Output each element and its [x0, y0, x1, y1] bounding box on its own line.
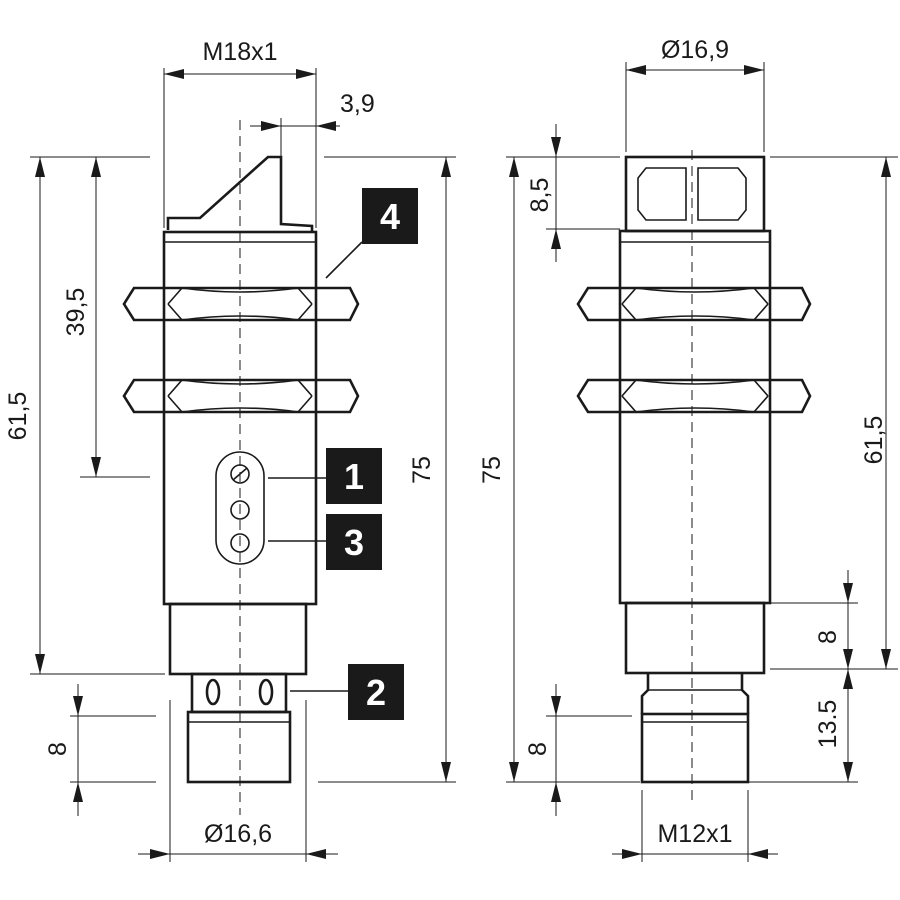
dim-left-connector: 8: [44, 684, 156, 816]
left-lower-housing: [168, 602, 308, 676]
left-connector-plug: [186, 710, 292, 784]
callout-box-3: [326, 514, 382, 570]
dim-right-top: 8,5: [526, 124, 620, 262]
dim-right-diameter-top: Ø16,9: [625, 36, 765, 152]
callout-3: 3: [344, 522, 364, 563]
right-front-view: Ø16,9 8,5 75 61,5: [478, 36, 898, 862]
callout-2: 2: [366, 672, 386, 713]
dim-right-seg-8: 8: [770, 570, 858, 669]
dim-left-total: 75: [318, 156, 456, 783]
right-nut-upper: [576, 286, 812, 322]
label-left-615: 61,5: [4, 392, 32, 441]
dim-right-615: 61,5: [770, 156, 898, 670]
label-right-connector: 8: [524, 742, 552, 756]
left-vent-hole-2: [258, 678, 274, 706]
dim-left-395: 39,5: [62, 157, 150, 478]
label-right-seg-135: 13.5: [814, 700, 842, 749]
left-indicator-led-2: [230, 500, 250, 520]
left-vent-hole-1: [205, 678, 221, 706]
left-nut-upper: [122, 286, 360, 322]
label-left-395: 39,5: [62, 288, 90, 337]
leader-4: [325, 241, 363, 279]
label-right-diameter-top: Ø16,9: [661, 36, 729, 64]
label-left-thread: M18x1: [202, 38, 277, 66]
callout-4: 4: [380, 196, 400, 237]
callout-box-4: [362, 188, 418, 244]
dim-right-seg-135: 13.5: [748, 669, 858, 783]
callout-1: 1: [344, 456, 364, 497]
right-lower-housing: [624, 601, 766, 675]
dim-left-offset: 3,9: [250, 90, 375, 160]
left-head-cap: [166, 155, 314, 232]
dim-right-thread: M12x1: [612, 790, 778, 862]
right-nut-lower: [576, 378, 812, 414]
label-right-total: 75: [478, 456, 506, 484]
right-neck: [640, 673, 750, 714]
label-right-thread: M12x1: [657, 820, 732, 848]
left-nut-lower: [122, 378, 360, 414]
right-connector-plug: [640, 712, 750, 784]
dim-left-thread: M18x1: [163, 38, 317, 228]
callout-box-1: [326, 448, 382, 504]
dim-left-diameter: Ø16,6: [138, 700, 338, 862]
label-right-top: 8,5: [526, 178, 554, 213]
label-left-offset: 3,9: [340, 90, 375, 118]
label-right-seg-8: 8: [814, 630, 842, 644]
dim-left-615: 61,5: [4, 156, 165, 675]
dim-right-connector: 8: [524, 684, 632, 816]
label-left-diameter: Ø16,6: [204, 820, 272, 848]
label-right-615: 61,5: [860, 416, 888, 465]
left-side-view: 1 3 2 4 M18x1 3,9: [4, 38, 456, 862]
label-left-total: 75: [408, 456, 436, 484]
right-head-window-right: [697, 167, 747, 221]
label-left-connector: 8: [44, 742, 72, 756]
right-head-window-left: [637, 167, 687, 221]
callout-box-2: [348, 664, 404, 720]
dim-right-total: 75: [478, 156, 640, 783]
left-indicator-window: [215, 451, 265, 565]
